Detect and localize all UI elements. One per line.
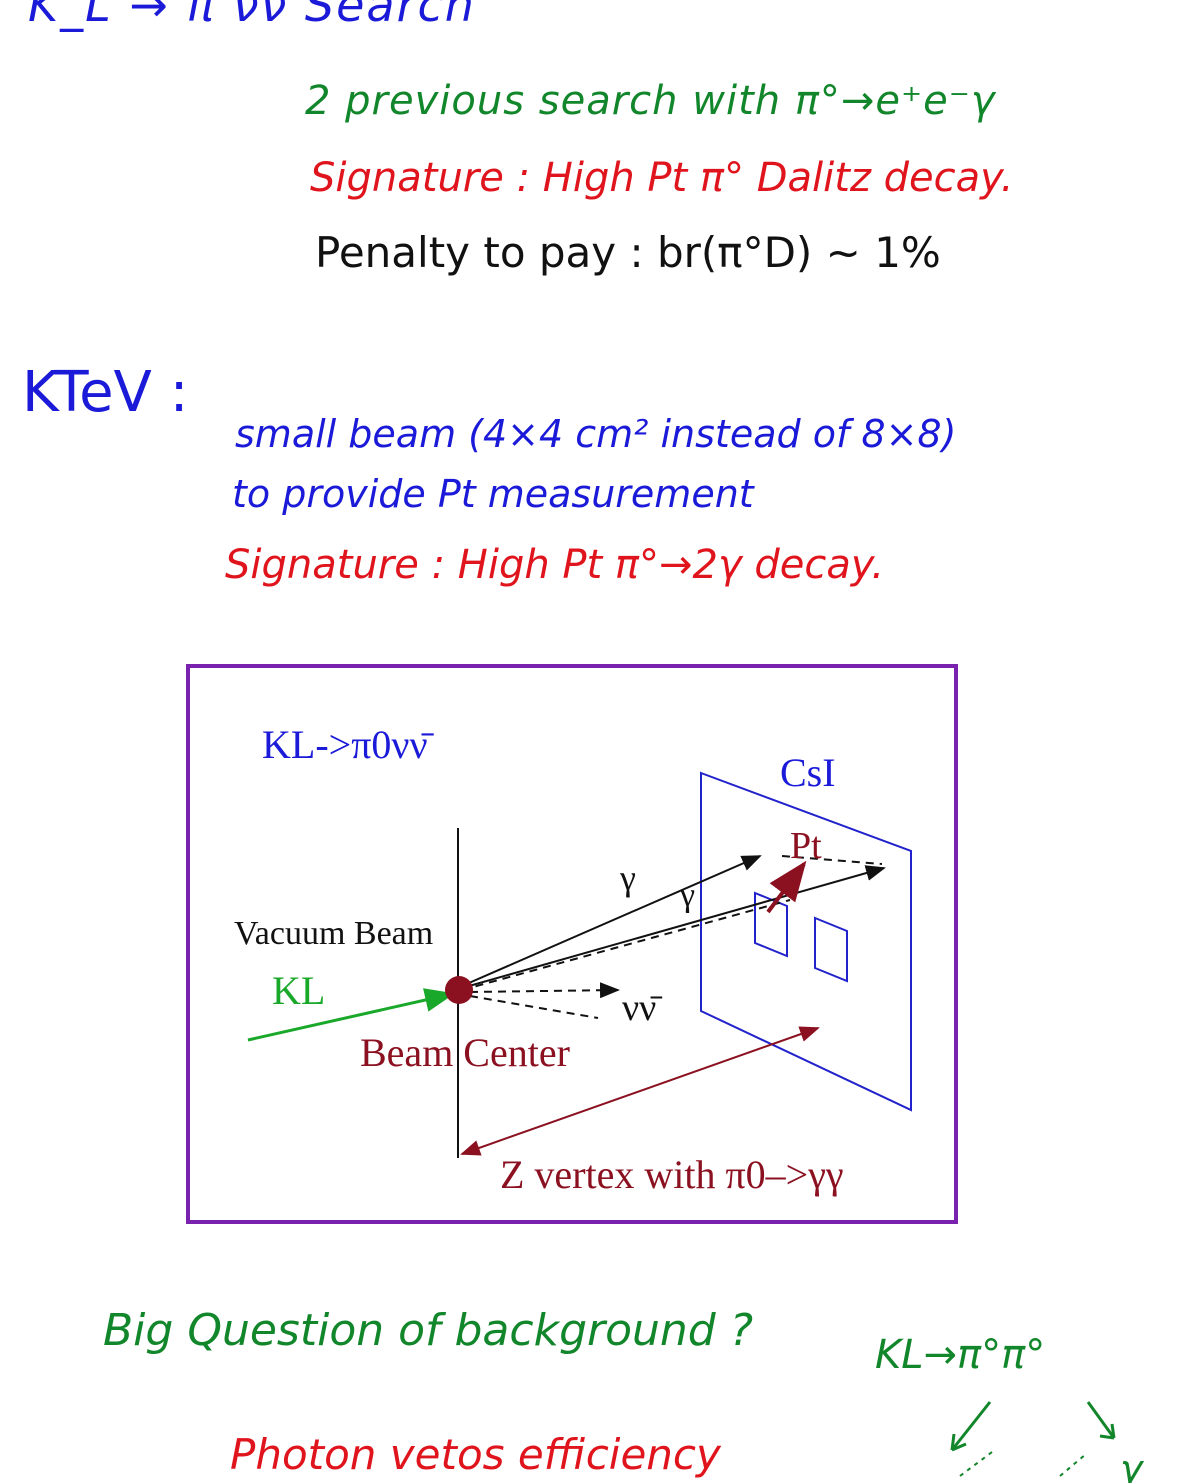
decay-arrow-right <box>1086 1401 1116 1439</box>
beam-center-dot <box>445 976 473 1004</box>
photon-vetos-line: Photon vetos efficiency <box>230 1430 721 1479</box>
ktev-signature-line: Signature : High Pt π°→2γ decay. <box>225 542 885 588</box>
beam-center-label: Beam Center <box>360 1030 570 1075</box>
page-title: K_L → π νν Search <box>28 0 476 32</box>
csi-detector-plane <box>700 771 912 1112</box>
decay-dotted-right <box>1059 1453 1087 1477</box>
vacuum-beam-label: Vacuum Beam <box>234 915 433 952</box>
ktev-heading: KTeV : <box>22 360 189 425</box>
beam-hole-right <box>814 916 848 983</box>
pt-measurement-line: to provide Pt measurement <box>232 472 754 516</box>
diagram-canvas: KL->π0νν̄ CsI Pt γ γ Vacuum Beam KL νν̄ … <box>234 722 912 1197</box>
decay-arrowhead-right <box>1099 1423 1116 1440</box>
decay-label: KL->π0νν̄ <box>262 722 435 767</box>
decay-dotted-left <box>959 1451 993 1477</box>
small-beam-line: small beam (4×4 cm² instead of 8×8) <box>235 412 957 456</box>
nu-arrow-lower <box>469 995 599 1019</box>
decay-arrow-left <box>950 1401 992 1451</box>
pt-label: Pt <box>790 825 822 867</box>
csi-label: CsI <box>780 750 836 795</box>
background-decay-arrows: γ <box>950 1401 1145 1483</box>
gamma-label-1: γ <box>619 858 636 898</box>
decay-gamma-label: γ <box>1120 1447 1145 1483</box>
gamma-arrow-lower <box>461 865 886 989</box>
gamma-arrow-upper <box>461 855 762 987</box>
previous-search-line: 2 previous search with π°→e⁺e⁻γ <box>305 78 996 124</box>
z-vertex-label: Z vertex with π0–>γγ <box>500 1152 844 1197</box>
dalitz-signature-line: Signature : High Pt π° Dalitz decay. <box>310 155 1014 201</box>
decay-arrowhead-left <box>950 1433 967 1452</box>
background-decay: KL→π°π° <box>875 1332 1046 1378</box>
pt-dashed-line <box>781 855 883 865</box>
ktev-detector-diagram: KL->π0νν̄ CsI Pt γ γ Vacuum Beam KL νν̄ … <box>186 664 958 1224</box>
gamma-label-2: γ <box>679 877 695 914</box>
kl-label: KL <box>272 968 325 1013</box>
nu-label: νν̄ <box>622 987 662 1029</box>
penalty-line: Penalty to pay : br(π°D) ~ 1% <box>315 228 941 277</box>
pi0-dashed-line <box>461 899 791 991</box>
background-question: Big Question of background ? <box>103 1305 754 1356</box>
kl-beam-arrow <box>247 988 455 1042</box>
nu-arrow-upper <box>469 982 620 999</box>
pt-arrow <box>766 860 807 914</box>
z-vertex-arrow <box>460 1026 820 1156</box>
